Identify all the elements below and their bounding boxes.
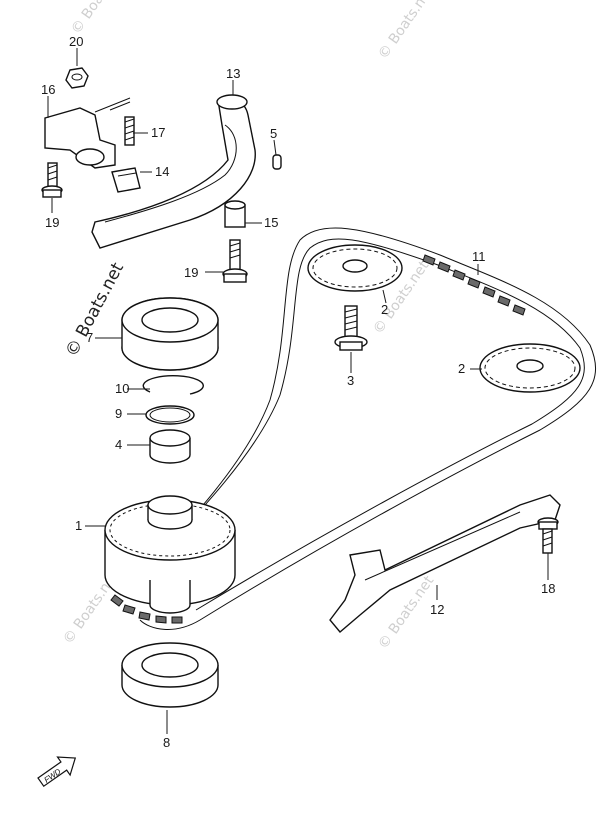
nut — [65, 67, 89, 89]
callout-19-label: 19 — [184, 265, 198, 280]
sprocket-bolt — [334, 305, 368, 351]
callout-2-upper: 2 — [381, 302, 388, 317]
callout-20: 20 — [69, 34, 83, 49]
callout-3: 3 — [347, 373, 354, 388]
arm-bolt — [222, 239, 248, 283]
bushing — [149, 429, 191, 464]
arrow-icon — [37, 756, 77, 788]
callout-7: 8 — [163, 735, 170, 750]
watermark-faint: © Boats.net — [375, 0, 437, 62]
callout-16: 17 — [151, 125, 165, 140]
pin — [272, 154, 282, 170]
callout-8: 9 — [115, 406, 122, 421]
fwd-direction-badge: FWD — [37, 756, 77, 788]
callout-13: 14 — [155, 164, 169, 179]
washer — [145, 405, 195, 425]
gear — [104, 495, 236, 614]
bearing-upper — [121, 297, 219, 371]
sprocket-right — [479, 343, 581, 393]
timing-chain — [110, 227, 597, 630]
callout-2-right: 2 — [458, 361, 465, 376]
tensioner-assembly — [41, 67, 141, 198]
callout-15: 16 — [41, 82, 55, 97]
callout-17: 18 — [541, 581, 555, 596]
circlip — [142, 374, 204, 395]
sprocket-upper — [307, 244, 403, 292]
collar — [224, 200, 246, 228]
cushion — [111, 167, 141, 193]
callout-11: 12 — [430, 602, 444, 617]
callout-12: 13 — [226, 66, 240, 81]
guide-bolt — [537, 517, 559, 554]
callout-5: 5 — [270, 126, 277, 141]
callout-10: 11 — [472, 249, 486, 264]
tensioner-bolt — [41, 162, 63, 198]
chain-links-upper — [422, 254, 526, 316]
chain-guide — [329, 494, 561, 633]
watermark-faint: © Boats.net — [68, 0, 130, 37]
stud — [124, 116, 135, 146]
leader-lines — [47, 48, 549, 734]
tensioner-arm — [91, 94, 256, 249]
callout-14: 15 — [264, 215, 278, 230]
bearing-lower — [121, 642, 219, 708]
callout-1: 1 — [75, 518, 82, 533]
watermark-main: © Boats.net — [62, 259, 129, 360]
callout-18: 19 — [45, 215, 59, 230]
chain-links-lower — [110, 594, 183, 624]
callout-9: 10 — [115, 381, 129, 396]
callout-4: 4 — [115, 437, 122, 452]
callout-6: 7 — [86, 330, 93, 345]
callouts: 20 13 16 5 17 14 15 19 20 18 11 2 2 3 7 … — [41, 34, 555, 750]
